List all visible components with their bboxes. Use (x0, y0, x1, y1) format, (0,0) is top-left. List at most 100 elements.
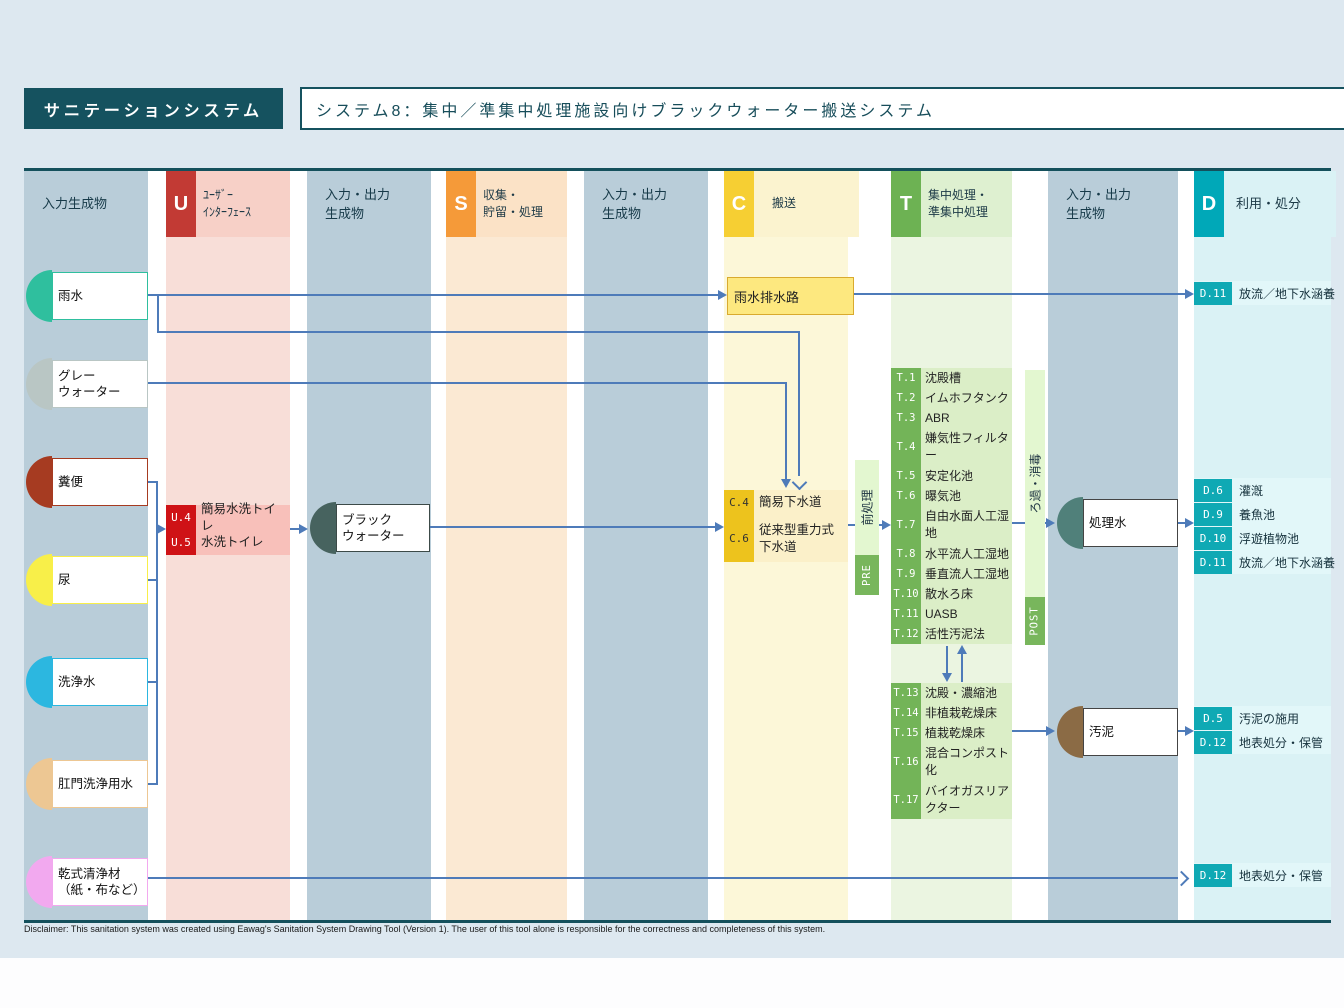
technology-item: T.1 沈殿槽 (891, 368, 1012, 388)
flow-line (1178, 730, 1186, 732)
technology-item: T.12 活性汚泥法 (891, 624, 1012, 644)
flow-line (798, 331, 800, 476)
system-title-bar: システム8：集中／準集中処理施設向けブラックウォーター搬送システム (300, 87, 1344, 130)
flow-arrow (957, 645, 967, 654)
flow-line (1012, 730, 1047, 732)
flow-line (946, 646, 948, 674)
flow-arrow (1185, 518, 1194, 528)
product-disc (26, 656, 52, 708)
disposal-item: D.9 養魚池 (1194, 502, 1331, 526)
pre-en: PRE (855, 555, 879, 595)
flow-arrow (882, 520, 891, 530)
technology-item: T.4 嫌気性フィルター (891, 428, 1012, 466)
post-en: POST (1025, 597, 1045, 645)
technology-item: T.8 水平流人工湿地 (891, 544, 1012, 564)
column-collection-bg (446, 171, 567, 920)
technology-item: T.2 イムホフタンク (891, 388, 1012, 408)
flow-line (1178, 522, 1186, 524)
technology-item: T.10 散水ろ床 (891, 584, 1012, 604)
flow-line (290, 528, 300, 530)
product-disc (26, 856, 52, 908)
product-blackwater: ブラック ウォーター (308, 502, 430, 554)
flow-arrow (1185, 289, 1194, 299)
s-header-label: 収集・ 貯留・処理 (476, 171, 567, 237)
product-disc (1057, 706, 1083, 758)
u-letter-badge: U (166, 171, 196, 237)
item-code-badge: C.6 (724, 515, 754, 562)
item-code-badge: U.4 (166, 505, 196, 530)
input-product-flushwater: 洗浄水 (24, 656, 148, 708)
technology-item: T.13 沈殿・濃縮池 (891, 683, 1012, 703)
input-product-drycleansing: 乾式清浄材 （紙・布など） (24, 856, 148, 908)
column-header-s: S 収集・ 貯留・処理 (446, 171, 567, 237)
technology-item: C.6 従来型重力式 下水道 (724, 515, 848, 562)
technology-item: C.4 簡易下水道 (724, 490, 848, 515)
top-rule (24, 168, 1331, 171)
flow-line (430, 526, 716, 528)
item-code-badge: C.4 (724, 490, 754, 515)
pre-treatment-box: 前処理 PRE (855, 460, 879, 595)
technology-item: T.5 安定化池 (891, 466, 1012, 486)
flow-line (157, 331, 800, 333)
technology-item: U.5 水洗トイレ (166, 530, 290, 555)
flow-line (156, 481, 158, 785)
technology-item: T.14 非植栽乾燥床 (891, 703, 1012, 723)
technology-item: T.3 ABR (891, 408, 1012, 428)
flow-arrow (715, 522, 724, 532)
technology-item: T.17 バイオガスリアクター (891, 781, 1012, 819)
flow-arrow (718, 290, 727, 300)
flow-arrow (1046, 518, 1055, 528)
technology-item: T.6 曝気池 (891, 486, 1012, 506)
flow-arrow (781, 479, 791, 488)
column-header-io-c: 入力・出力 生成物 (1066, 186, 1132, 222)
technology-item: U.4 簡易水洗トイレ (166, 502, 290, 533)
treatment-liquid-items: T.1 沈殿槽 T.2 イムホフタンク T.3 ABR T.4 嫌気性フィルター… (891, 368, 1012, 644)
product-disc (310, 502, 336, 554)
flow-line (157, 294, 159, 332)
column-header-u: U ﾕｰｻﾞｰ ｲﾝﾀｰﾌｪｰｽ (166, 171, 290, 237)
input-product-analcleansing: 肛門洗浄用水 (24, 758, 148, 810)
product-disc (26, 456, 52, 508)
flow-line (961, 654, 963, 682)
technology-item: T.11 UASB (891, 604, 1012, 624)
conveyance-items: C.4 簡易下水道 C.6 従来型重力式 下水道 (724, 490, 848, 562)
flow-line (148, 681, 158, 683)
flow-line (148, 579, 158, 581)
column-header-inputs: 入力生成物 (42, 196, 108, 212)
input-product-rainwater: 雨水 (24, 270, 148, 322)
s-letter-badge: S (446, 171, 476, 237)
flow-arrow (157, 524, 166, 534)
disposal-item: D.10 浮遊植物池 (1194, 526, 1331, 550)
t-header-label: 集中処理・ 準集中処理 (921, 171, 1012, 237)
t-letter-badge: T (891, 171, 921, 237)
storm-drain-box: 雨水排水路 (727, 277, 854, 315)
disposal-item: D.12 地表処分・保管 (1194, 730, 1331, 754)
technology-item: T.9 垂直流人工湿地 (891, 564, 1012, 584)
product-treated-water: 処理水 (1055, 497, 1178, 549)
input-product-urine: 尿 (24, 554, 148, 606)
column-header-d: D 利用・処分 (1194, 171, 1336, 237)
bottom-band (0, 958, 1344, 1008)
flow-line (148, 783, 158, 785)
u-header-label: ﾕｰｻﾞｰ ｲﾝﾀｰﾌｪｰｽ (196, 171, 290, 237)
d-header-label: 利用・処分 (1224, 171, 1336, 237)
flow-arrow (1046, 726, 1055, 736)
disposal-item: D.6 灌漑 (1194, 478, 1331, 502)
technology-item: T.7 自由水面人工湿地 (891, 506, 1012, 544)
product-sludge: 汚泥 (1055, 706, 1178, 758)
column-io-b-bg (584, 171, 708, 920)
flow-arrow (299, 524, 308, 534)
post-jp: ろ過・消毒 (1025, 370, 1045, 597)
disclaimer-text: Disclaimer: This sanitation system was c… (24, 924, 826, 934)
product-disc (1057, 497, 1083, 549)
flow-line (148, 877, 1178, 879)
flow-arrow (1185, 726, 1194, 736)
system-title: システム8：集中／準集中処理施設向けブラックウォーター搬送システム (316, 102, 935, 120)
input-product-greywater: グレー ウォーター (24, 358, 148, 410)
product-disc (26, 270, 52, 322)
product-disc (26, 554, 52, 606)
column-header-c: C 搬送 (724, 171, 859, 237)
app-title: サニテーションシステム (43, 102, 264, 120)
disposal-item: D.12 地表処分・保管 (1194, 863, 1331, 887)
